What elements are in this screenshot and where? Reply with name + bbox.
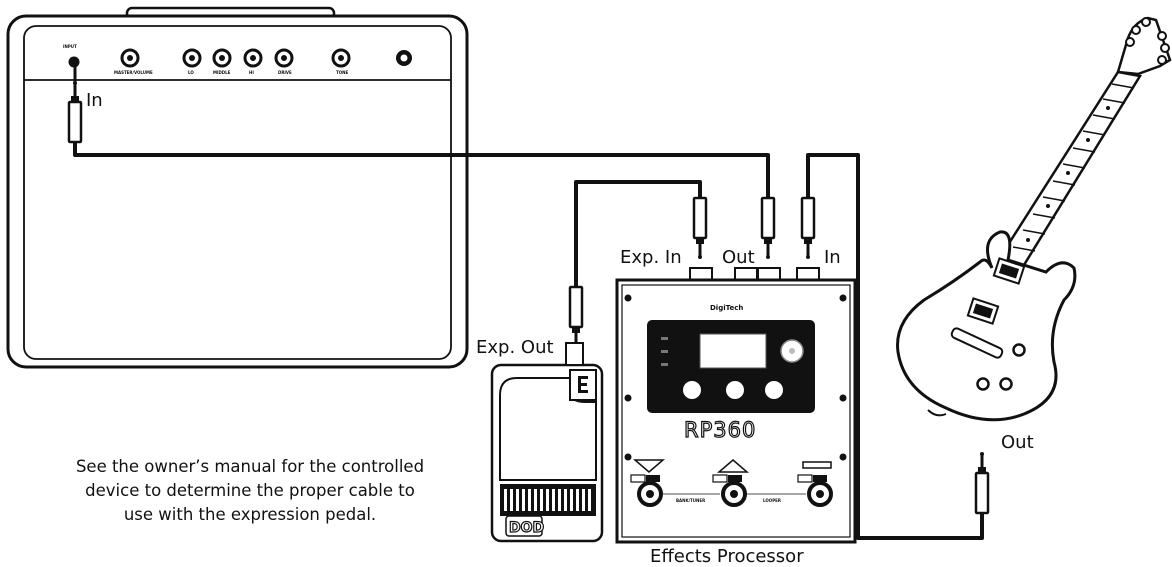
plug-guitar-out — [974, 450, 990, 515]
plug-out — [760, 196, 776, 261]
cable-amp-to-out — [73, 142, 770, 198]
plug-exp-in — [692, 196, 708, 261]
exp-in-label: Exp. In — [620, 247, 682, 268]
cable-guitar-to-in — [806, 153, 984, 540]
amp-knob-label-2: LO — [188, 70, 194, 75]
processor-select-knob[interactable] — [780, 339, 804, 363]
amp-knob-label-4: HI — [249, 70, 254, 75]
effects-processor: DigiTech RP360 BANK/TUNER LOOPER — [615, 267, 857, 544]
amp-knob-5 — [274, 48, 294, 68]
expression-pedal: DOD — [490, 342, 604, 543]
footswitch-3[interactable] — [807, 481, 833, 507]
processor-brand: DigiTech — [710, 304, 743, 312]
amplifier: INPUT MASTER/VOLUME LO MIDDLE HI DRIVE T… — [6, 6, 469, 369]
amp-knob-2 — [182, 48, 202, 68]
footswitch-label-bank: BANK/TUNER — [676, 498, 705, 503]
guitar-out-label: Out — [1001, 432, 1034, 453]
note-line-1: See the owner’s manual for the controlle… — [75, 457, 425, 476]
amp-knob-6 — [331, 48, 351, 68]
amp-knob-label-3: MIDDLE — [213, 70, 231, 75]
processor-model: RP360 — [684, 418, 756, 442]
note-line-3: use with the expression pedal. — [123, 505, 377, 524]
amp-knob-4 — [243, 48, 263, 68]
amp-knob-label-6: TONE — [336, 70, 348, 75]
footswitch-1[interactable] — [637, 481, 663, 507]
out-label: Out — [722, 247, 755, 268]
amp-input-label: INPUT — [63, 44, 77, 49]
amp-knob-1 — [120, 48, 140, 68]
processor-screen — [699, 333, 767, 369]
processor-knob-3[interactable] — [765, 381, 783, 399]
exp-out-label: Exp. Out — [476, 337, 554, 358]
processor-knob-1[interactable] — [683, 381, 701, 399]
footswitch-2[interactable] — [721, 481, 747, 507]
amp-input-jack — [68, 56, 80, 68]
pedal-brand: DOD — [509, 520, 544, 536]
plug-in — [800, 196, 816, 261]
processor-caption: Effects Processor — [650, 546, 804, 567]
expression-pedal-note: See the owner’s manual for the controlle… — [10, 455, 490, 527]
note-line-2: device to determine the proper cable to — [85, 481, 415, 500]
electric-guitar — [896, 16, 1172, 422]
amp-knob-label-5: DRIVE — [278, 70, 292, 75]
amp-power-switch — [396, 50, 412, 66]
footswitch-label-looper: LOOPER — [763, 498, 781, 503]
in-label: In — [824, 247, 841, 268]
cable-exp-pedal-to-exp-in — [574, 180, 702, 287]
cables — [73, 65, 984, 540]
processor-knob-2[interactable] — [726, 381, 744, 399]
amp-in-label: In — [86, 90, 103, 111]
amp-knob-3 — [212, 48, 232, 68]
amp-knob-label-1: MASTER/VOLUME — [114, 70, 153, 75]
plug-exp-out — [568, 285, 584, 350]
